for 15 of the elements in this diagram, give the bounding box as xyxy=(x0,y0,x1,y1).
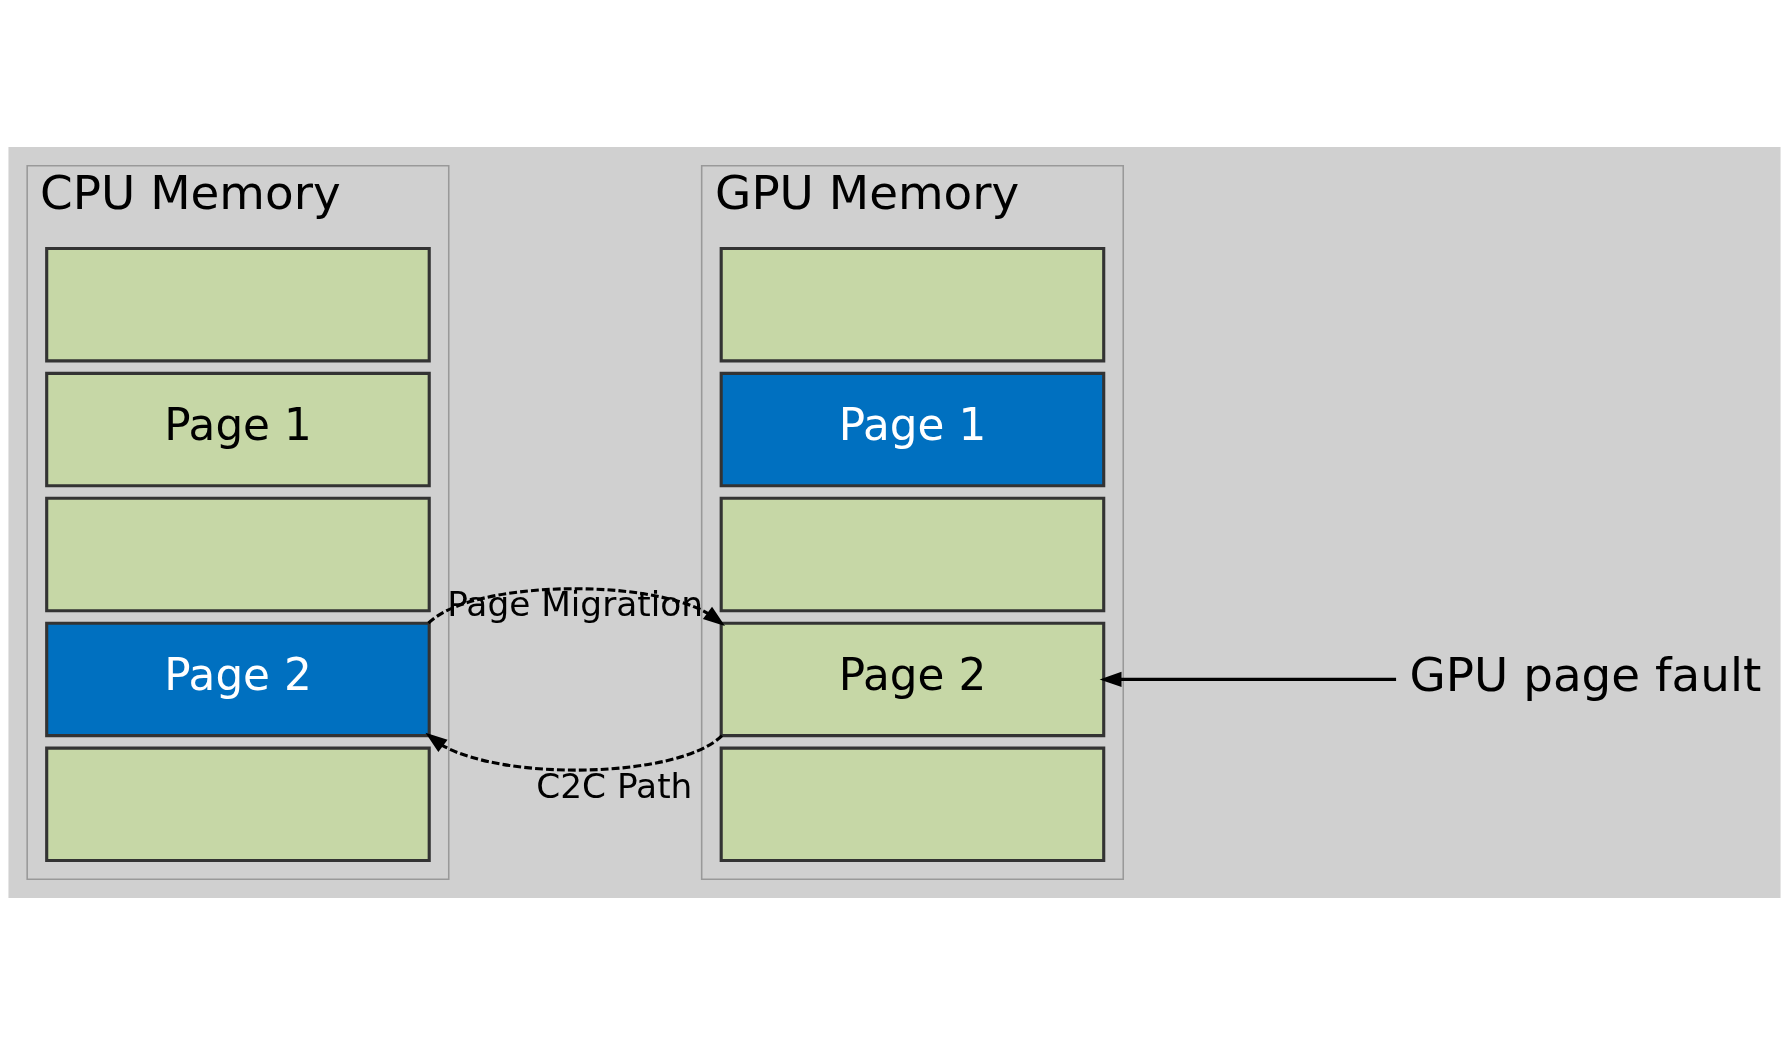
node-box xyxy=(719,496,1106,613)
node-box: Page 2 xyxy=(45,621,431,738)
node-box: Page 1 xyxy=(719,371,1106,488)
edge-label: C2C Path xyxy=(536,765,693,806)
node-box xyxy=(45,746,431,863)
arrow xyxy=(427,587,725,627)
node-text: GPU page fault xyxy=(1409,648,1762,703)
node-box: Page 1 xyxy=(45,371,431,488)
arrow xyxy=(425,732,723,772)
node-box: Page 2 xyxy=(719,621,1106,738)
node-box xyxy=(719,246,1106,363)
arrow xyxy=(1099,671,1397,688)
node-box xyxy=(719,746,1106,863)
node-box xyxy=(45,246,431,363)
node-box xyxy=(45,496,431,613)
